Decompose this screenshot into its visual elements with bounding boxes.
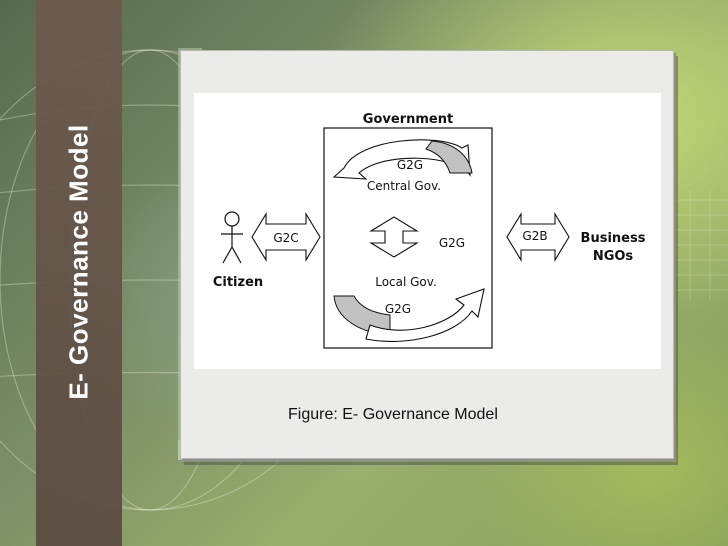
- figure-caption: Figure: E- Governance Model: [288, 406, 498, 423]
- local-gov-label: Local Gov.: [375, 275, 437, 289]
- central-g2g-label: G2G: [397, 158, 423, 172]
- government-label: Government: [363, 112, 453, 127]
- vertical-double-arrow: [369, 216, 419, 258]
- citizen-label: Citizen: [213, 275, 263, 290]
- ngos-label: NGOs: [593, 249, 634, 264]
- central-g2g-arrow: [332, 139, 473, 180]
- slide-title: E- Governance Model: [63, 124, 94, 400]
- middle-g2g-label: G2G: [439, 236, 465, 250]
- local-g2g-arrow: [333, 288, 485, 342]
- citizen-figure: [221, 211, 243, 264]
- title-band: [36, 0, 122, 546]
- g2c-double-arrow: [251, 212, 321, 262]
- diagram-box: Government G2G Central Gov. G2G Local Go…: [194, 93, 661, 369]
- e-governance-diagram: Government G2G Central Gov. G2G Local Go…: [213, 112, 646, 349]
- central-gov-label: Central Gov.: [367, 179, 441, 193]
- g2b-label: G2B: [522, 229, 547, 243]
- g2c-label: G2C: [273, 231, 298, 245]
- g2b-double-arrow: [506, 212, 570, 262]
- local-g2g-label: G2G: [385, 302, 411, 316]
- business-label: Business: [581, 231, 646, 246]
